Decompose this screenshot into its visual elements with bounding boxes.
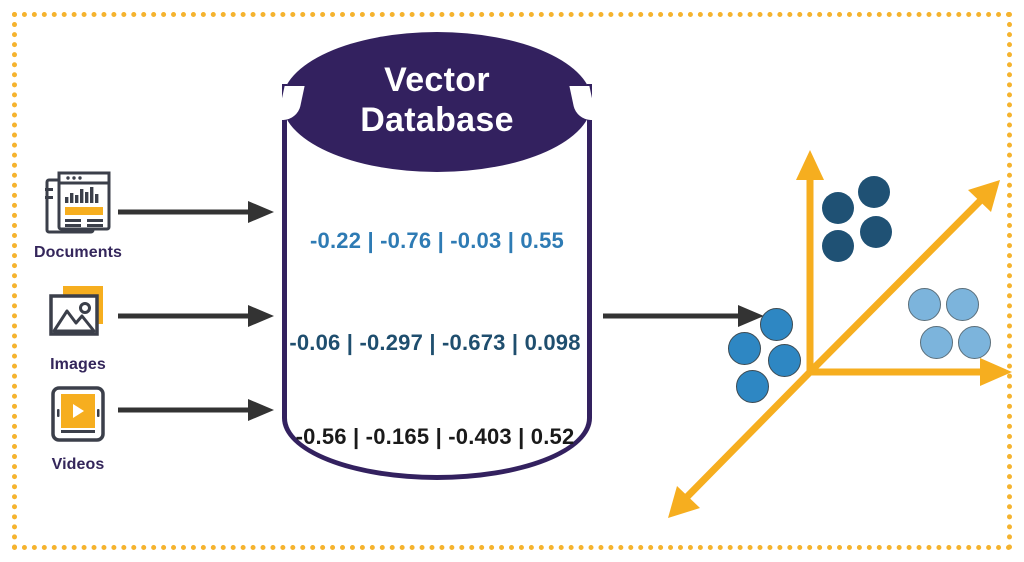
database-title-line-1: Vector [384, 61, 490, 99]
cluster-dot [858, 176, 890, 208]
vector-row-0: -0.22 | -0.76 | -0.03 | 0.55 [310, 228, 564, 253]
database-title-line-2: Database [360, 101, 514, 140]
arrow-images-to-db [118, 300, 278, 337]
z-diagonal-axis [668, 180, 1000, 518]
vector-database-cylinder: Vector Database -0.22 | -0.76 | -0.03 | … [277, 32, 597, 480]
cluster-dot [728, 332, 761, 365]
vector-row-2: -0.56 | -0.165 | -0.403 | 0.52 [295, 424, 575, 449]
source-videos: Videos [18, 382, 138, 474]
cylinder-top-ellipse [282, 32, 592, 172]
cluster-dot [908, 288, 941, 321]
cluster-dot [736, 370, 769, 403]
cluster-dot [768, 344, 801, 377]
arrow-documents-to-db [118, 196, 278, 233]
y-up-axis [796, 150, 824, 372]
cluster-dot [822, 192, 854, 224]
axes-group [668, 150, 1012, 518]
document-chart-icon [41, 170, 115, 238]
dotted-frame-border [12, 12, 1012, 550]
cluster-dot [860, 216, 892, 248]
source-label-videos: Videos [51, 456, 105, 473]
image-photo-icon [41, 282, 115, 350]
arrow-videos-to-db [118, 394, 278, 431]
source-documents: Documents [18, 170, 138, 262]
source-images: Images [18, 282, 138, 374]
arrow-db-to-plot [603, 300, 768, 337]
cluster-dot [958, 326, 991, 359]
x-right-axis [810, 358, 1012, 386]
cluster-dot [946, 288, 979, 321]
vector-row-1: -0.06 | -0.297 | -0.673 | 0.098 [289, 330, 581, 355]
embedding-space-plot [650, 140, 1020, 540]
source-label-images: Images [50, 356, 106, 373]
cluster-dot [760, 308, 793, 341]
database-title: Vector Database [282, 60, 592, 140]
source-label-documents: Documents [33, 244, 123, 261]
cluster-dot [920, 326, 953, 359]
video-play-icon [41, 382, 115, 450]
cluster-dot [822, 230, 854, 262]
